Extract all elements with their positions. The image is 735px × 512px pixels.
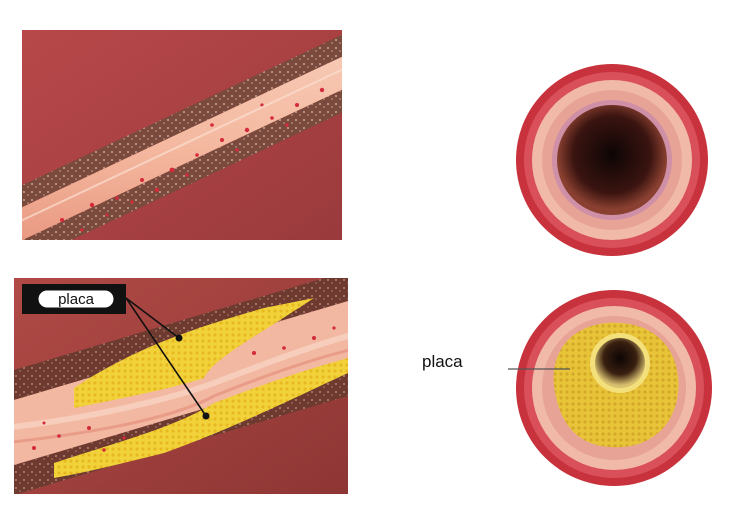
plaque-label-box: placa — [22, 284, 126, 314]
healthy-lumen — [557, 105, 667, 215]
plaque-cross-section-label: placa — [422, 352, 463, 371]
narrowed-lumen — [595, 338, 645, 388]
plaque-deposit-lower — [54, 358, 348, 478]
plaque-cross-section-illustration: placa — [422, 290, 712, 486]
pointer-line-lower — [125, 297, 207, 417]
plaque-artery-illustration: placa — [3, 268, 359, 498]
healthy-artery-cross-section — [512, 60, 712, 260]
healthy-artery-longitudinal — [11, 30, 353, 268]
plaque-artery-cross-section: placa — [420, 275, 720, 500]
healthy-artery-illustration — [11, 30, 353, 268]
lumen — [12, 52, 352, 245]
healthy-cross-section-illustration — [516, 64, 708, 256]
plaque-deposit-upper — [74, 298, 314, 408]
plaque-label: placa — [58, 291, 95, 308]
plaque-artery-longitudinal: placa — [3, 268, 359, 498]
pointer-line-upper — [125, 297, 180, 339]
blood-cells — [60, 87, 325, 232]
